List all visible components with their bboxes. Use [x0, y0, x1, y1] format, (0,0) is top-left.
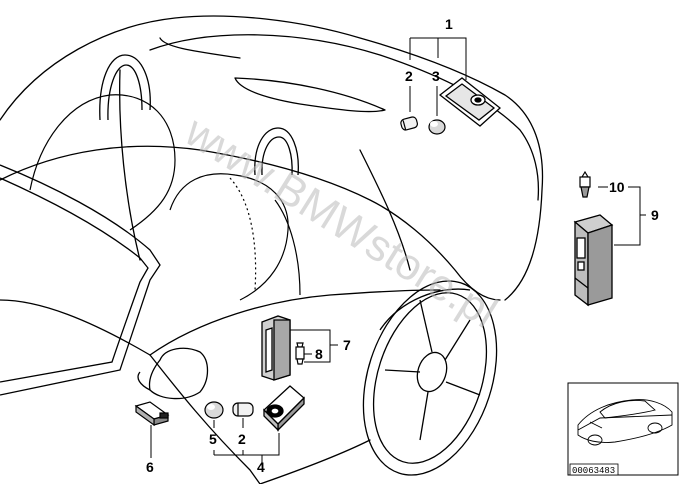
callout-2-top: 2: [405, 68, 413, 84]
side-mirror: [137, 347, 209, 400]
rear-wheel: [362, 280, 498, 476]
bulb-cap-top: [428, 119, 446, 135]
side-lamp-housing: [261, 315, 291, 381]
callout-1: 1: [445, 16, 453, 32]
thumbnail-inset: 00063483: [567, 382, 679, 476]
callout-10: 10: [609, 179, 625, 195]
watermark: www.BMWstore.pl: [176, 106, 506, 337]
callout-8: 8: [315, 346, 323, 362]
windshield: [0, 164, 161, 396]
thumbnail-car: [577, 399, 673, 446]
callout-2-bottom: 2: [238, 431, 246, 447]
callout-7: 7: [343, 337, 351, 353]
callout-lines: [150, 37, 646, 466]
callout-9: 9: [651, 207, 659, 223]
callout-3: 3: [432, 68, 440, 84]
festoon-bulb: [295, 342, 305, 365]
callout-4: 4: [257, 459, 265, 475]
bulb-cap-bottom: [204, 401, 224, 419]
small-bulb: [579, 170, 591, 198]
diagram-code: 00063483: [572, 466, 615, 476]
bulb-bottom: [232, 402, 254, 417]
control-module: [573, 214, 614, 307]
seats: [29, 94, 301, 301]
interior-lamp-housing: [438, 77, 502, 127]
callout-5: 5: [209, 431, 217, 447]
callout-numbers: 1 2 3 10 9 7 8 5 2 4 6: [146, 16, 659, 475]
callout-6: 6: [146, 459, 154, 475]
courtesy-lamp-unit: [263, 385, 305, 432]
car-body: [0, 15, 544, 484]
door-switch: [134, 401, 170, 427]
roll-bars: [99, 54, 299, 176]
bulb-top: [400, 116, 418, 131]
